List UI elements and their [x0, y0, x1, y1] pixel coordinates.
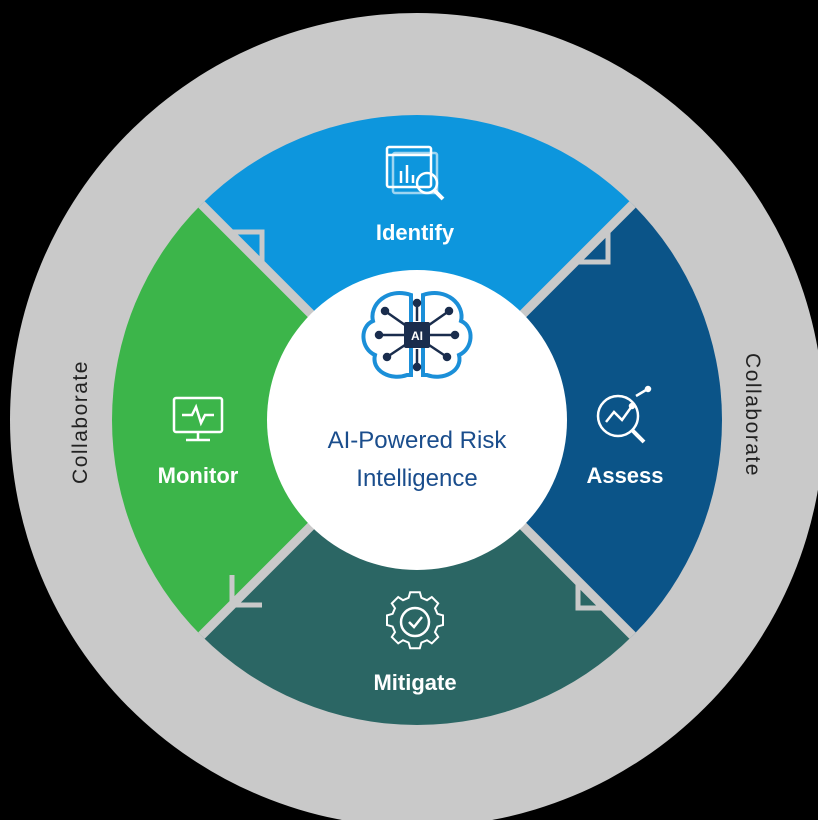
notch-top-right	[578, 232, 611, 265]
center-title-line2: Intelligence	[356, 465, 477, 492]
notch-top-left	[232, 229, 265, 262]
segment-label-mitigate: Mitigate	[373, 670, 456, 695]
segments-group	[90, 93, 744, 747]
segment-monitor[interactable]	[90, 93, 417, 747]
data-search-icon	[385, 145, 445, 201]
monitor-pulse-icon	[172, 396, 224, 442]
segment-mitigate[interactable]	[90, 420, 744, 747]
segment-label-identify: Identify	[376, 220, 455, 245]
gear-check-icon	[385, 591, 445, 650]
ai-brain-icon: AI	[361, 291, 473, 379]
ai-chip-label: AI	[411, 329, 423, 343]
segment-label-monitor: Monitor	[158, 463, 239, 488]
notch-bottom-right	[575, 578, 608, 611]
analytics-magnifier-icon	[596, 385, 652, 444]
center-title-line1: AI-Powered Risk	[328, 427, 508, 454]
center-circle	[267, 270, 567, 570]
segment-assess[interactable]	[417, 93, 744, 747]
segment-label-assess: Assess	[586, 463, 663, 488]
ring-label-right: Collaborate	[741, 353, 764, 477]
ring-label-left: Collaborate	[69, 360, 92, 484]
notch-bottom-left	[229, 575, 262, 608]
segment-identify[interactable]	[90, 93, 744, 420]
segment-notches	[229, 229, 611, 611]
